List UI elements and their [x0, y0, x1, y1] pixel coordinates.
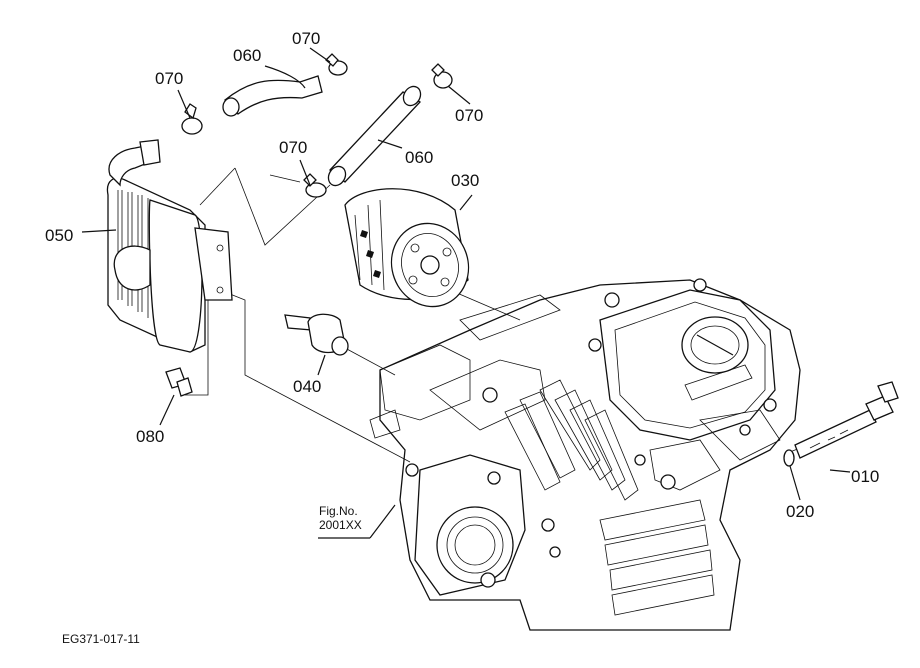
- part-070-clamp-top: [325, 53, 348, 76]
- callout-060-top: 060: [233, 46, 262, 65]
- part-060-hose-right: [327, 85, 422, 187]
- callout-070-top: 070: [292, 29, 321, 48]
- callout-070-topleft: 070: [155, 69, 184, 88]
- callout-080: 080: [136, 427, 165, 446]
- part-080-bolt: [165, 367, 193, 397]
- part-060-hose-top: [222, 75, 323, 117]
- part-050-oil-cooler: [106, 139, 233, 353]
- callout-010: 010: [851, 467, 880, 486]
- part-040-pressure-switch: [284, 313, 349, 356]
- callout-020: 020: [786, 502, 815, 521]
- part-030-oil-filter: [344, 188, 470, 308]
- part-010-pipe: [794, 381, 899, 459]
- callout-070-mid: 070: [279, 138, 308, 157]
- callout-050: 050: [45, 226, 74, 245]
- engine-block: [369, 278, 801, 631]
- figure-reference[interactable]: Fig.No. 2001XX: [319, 504, 362, 532]
- part-070-clamp-topleft: [181, 103, 203, 135]
- part-070-clamp-right: [431, 63, 453, 89]
- part-020-oring: [783, 449, 795, 467]
- figure-ref-number: 2001XX: [319, 518, 362, 532]
- callout-070-right: 070: [455, 106, 484, 125]
- figure-ref-label: Fig.No.: [319, 504, 358, 518]
- callout-040: 040: [293, 377, 322, 396]
- callout-030: 030: [451, 171, 480, 190]
- callout-060-right: 060: [405, 148, 434, 167]
- drawing-id: EG371-017-11: [62, 632, 140, 646]
- callout-leaders: [81, 47, 851, 539]
